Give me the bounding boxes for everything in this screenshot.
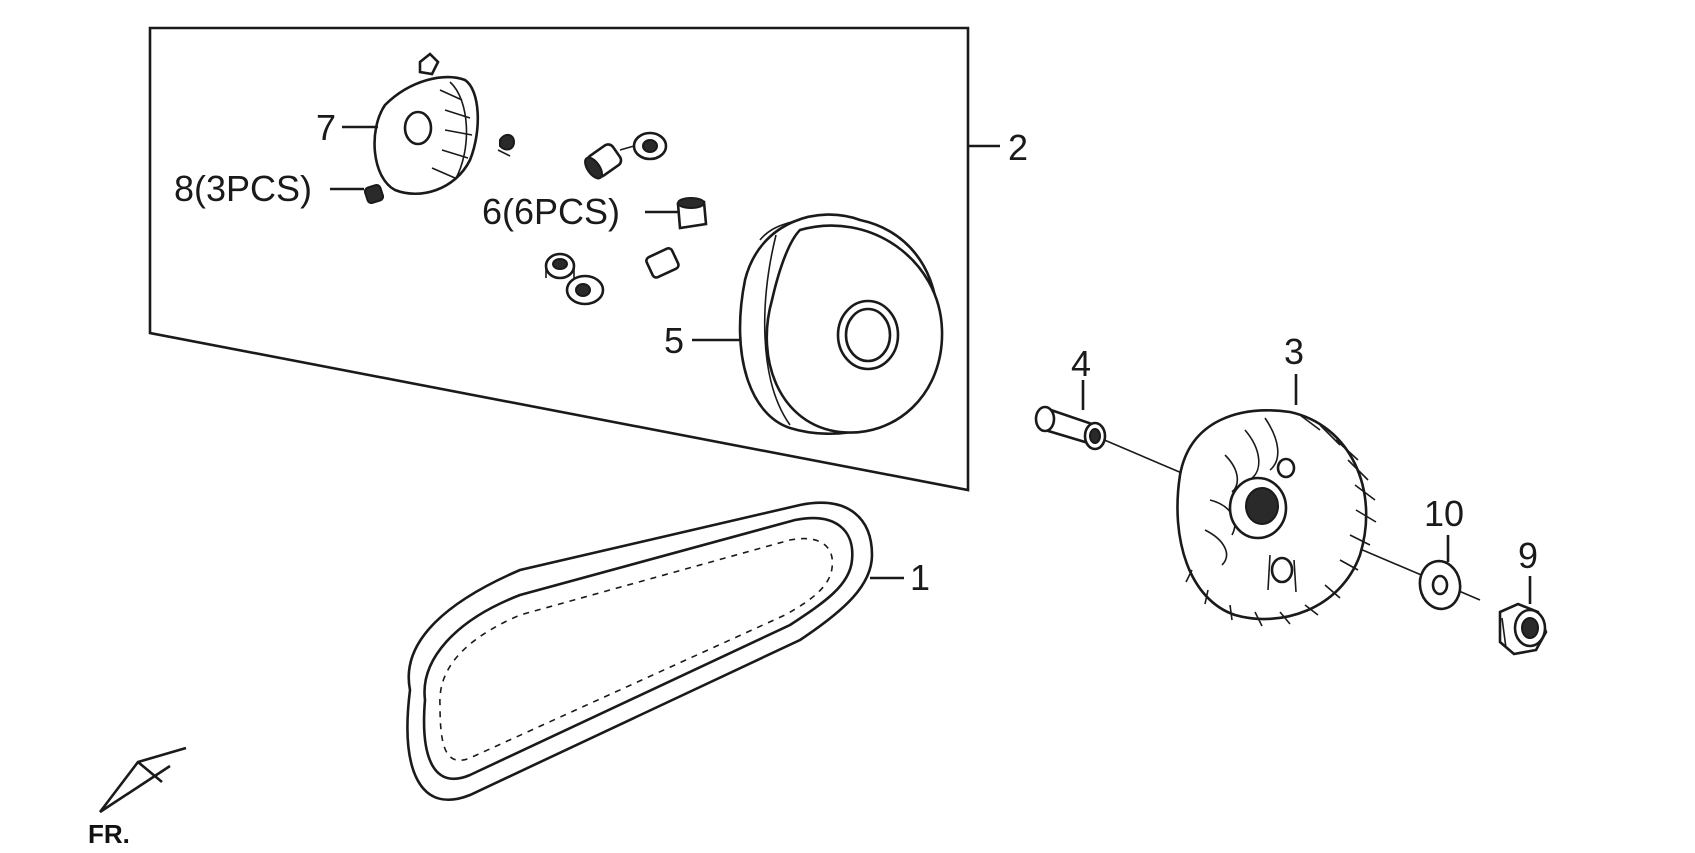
washer-10 [1418, 559, 1462, 611]
callout-9: 9 [1518, 535, 1538, 576]
rollers-6 [544, 131, 708, 306]
kit-panel [148, 26, 970, 492]
callout-5: 5 [664, 320, 684, 361]
nut-9 [1498, 602, 1548, 656]
callout-1: 1 [910, 557, 930, 598]
drive-face-5 [738, 213, 944, 436]
drive-belt-1 [406, 501, 874, 801]
callout-7: 7 [316, 107, 336, 148]
front-direction-label: FR. [88, 819, 130, 849]
callout-4: 4 [1071, 343, 1091, 384]
callout-6: 6(6PCS) [482, 191, 620, 232]
callout-10: 10 [1424, 493, 1464, 534]
callout-2: 2 [1008, 127, 1028, 168]
slider-8 [363, 183, 385, 205]
callout-3: 3 [1284, 331, 1304, 372]
front-direction-arrow-icon [98, 746, 187, 814]
collar-4 [1034, 405, 1107, 451]
ramp-plate-7 [373, 52, 516, 195]
callout-8: 8(3PCS) [174, 168, 312, 209]
fan-drive-face-3 [1176, 409, 1377, 627]
